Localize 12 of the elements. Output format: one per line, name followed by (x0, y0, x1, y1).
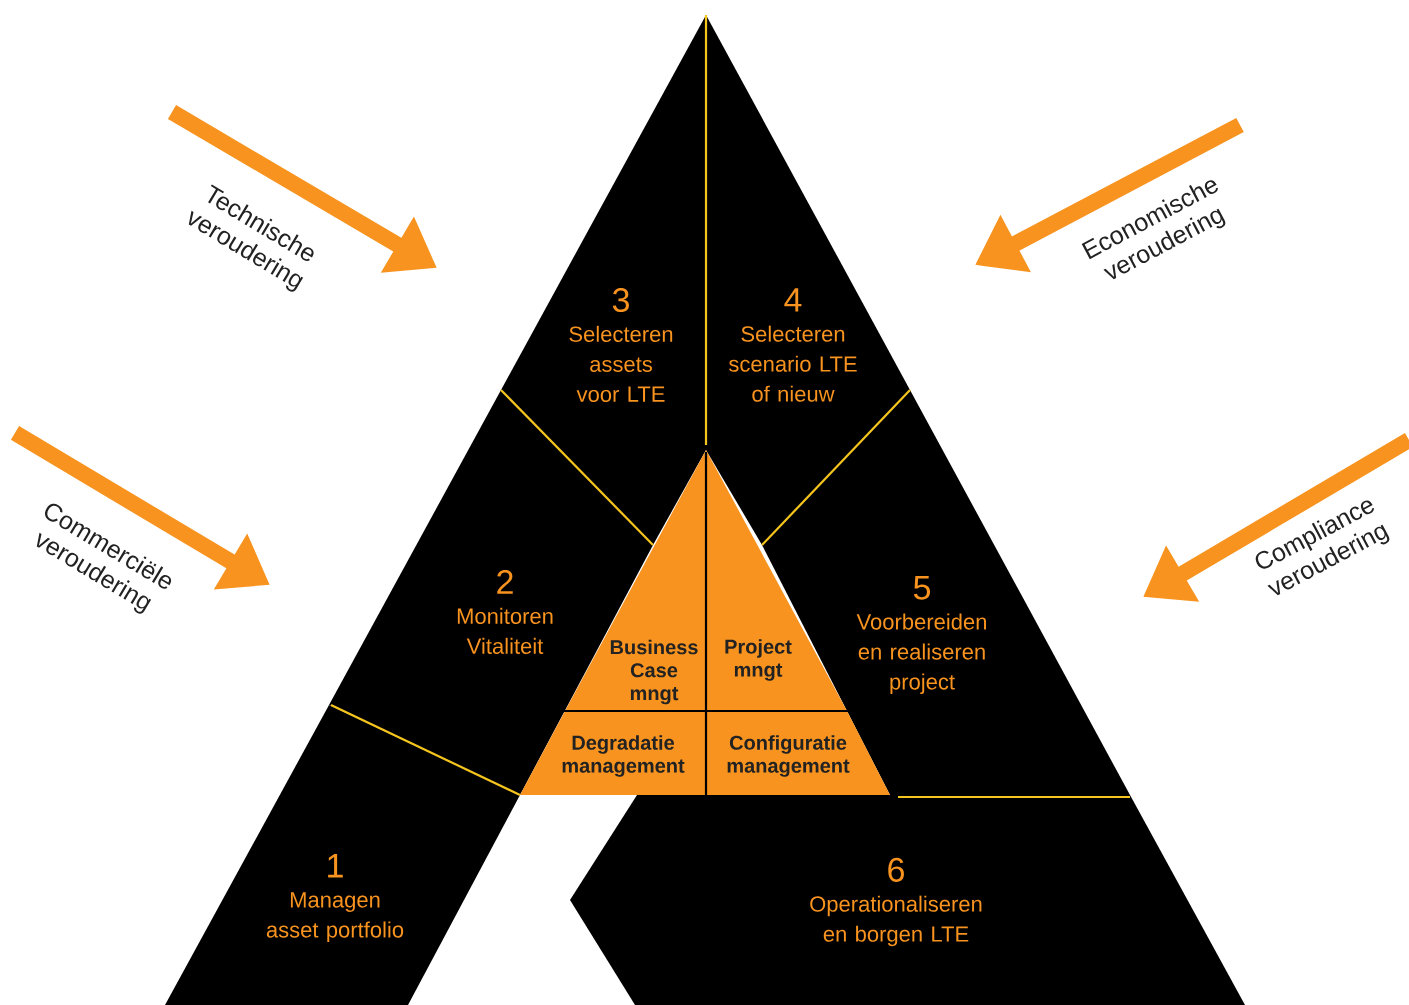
node-label: 4 (784, 288, 802, 312)
segment: 1 Managen asset portfolio (165, 705, 520, 1005)
segment: 4 Selecteren scenario LTE of nieuw (706, 15, 910, 545)
node-label: 3 (612, 288, 629, 313)
node-label: 1 (328, 854, 343, 878)
segment: 6 Operationaliseren en borgen LTE (570, 795, 1245, 1005)
node-label: Managen asset portfolio (266, 892, 404, 942)
triangle-section: Degradatie management (520, 711, 706, 795)
node-label: 2 (497, 570, 513, 594)
node-label: Monitoren Vitaliteit (457, 607, 553, 654)
segment: 3 Selecteren assets voor LTE (501, 15, 706, 545)
triangle-section: Configuratie management (706, 711, 890, 795)
